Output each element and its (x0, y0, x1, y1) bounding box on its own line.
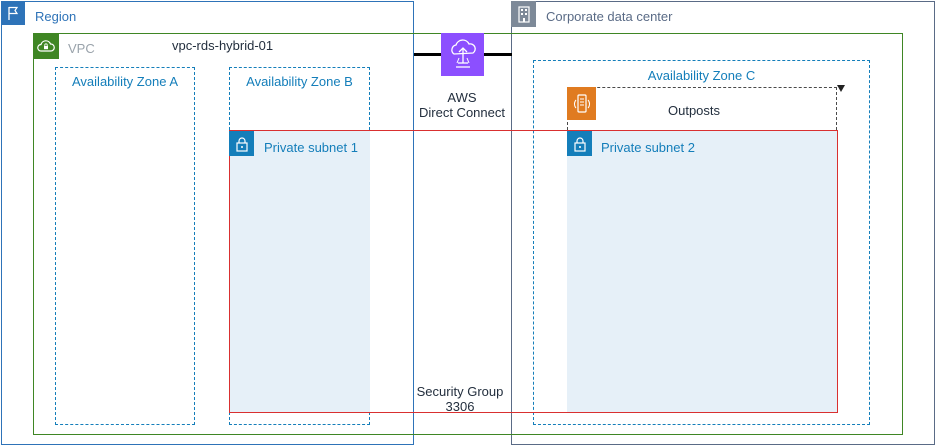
direct-connect-label-line1: AWS (447, 90, 477, 105)
availability-zone-b-label: Availability Zone B (246, 74, 353, 89)
direct-connect-line-left (414, 53, 441, 56)
outposts-corner-arrow-icon (837, 85, 845, 92)
corporate-data-center-container (511, 1, 935, 445)
availability-zone-c-label: Availability Zone C (647, 68, 756, 83)
security-group-box (229, 130, 838, 413)
direct-connect-icon (450, 38, 476, 68)
direct-connect-label-line2: Direct Connect (419, 105, 505, 120)
vpc-name: vpc-rds-hybrid-01 (172, 38, 274, 53)
region-container (1, 1, 414, 445)
direct-connect-badge (441, 33, 484, 76)
availability-zone-a-label: Availability Zone A (72, 74, 178, 89)
corporate-badge (511, 1, 536, 27)
outposts-label: Outposts (668, 103, 721, 118)
outposts-badge (567, 87, 596, 120)
outposts-icon (573, 93, 590, 113)
private-subnet-2 (567, 130, 837, 413)
availability-zone-c (533, 60, 870, 425)
padlock-icon (573, 136, 586, 152)
cloud-lock-icon (37, 40, 55, 52)
region-label: Region (35, 9, 77, 24)
private-subnet-1-label: Private subnet 1 (264, 140, 358, 155)
flag-icon (8, 6, 19, 20)
security-group-label-line2: 3306 (445, 399, 475, 414)
private-subnet-1-badge (229, 131, 254, 156)
region-badge (1, 1, 25, 25)
padlock-icon (235, 136, 248, 152)
vpc-badge (33, 33, 59, 59)
availability-zone-a (55, 67, 195, 425)
corporate-label: Corporate data center (546, 9, 673, 24)
private-subnet-2-badge (567, 131, 592, 156)
building-icon (517, 6, 530, 23)
direct-connect-line-right (484, 53, 512, 56)
private-subnet-1 (229, 130, 370, 413)
private-subnet-2-label: Private subnet 2 (601, 140, 695, 155)
security-group-label-line1: Security Group (416, 384, 504, 399)
vpc-label: VPC (68, 41, 95, 56)
